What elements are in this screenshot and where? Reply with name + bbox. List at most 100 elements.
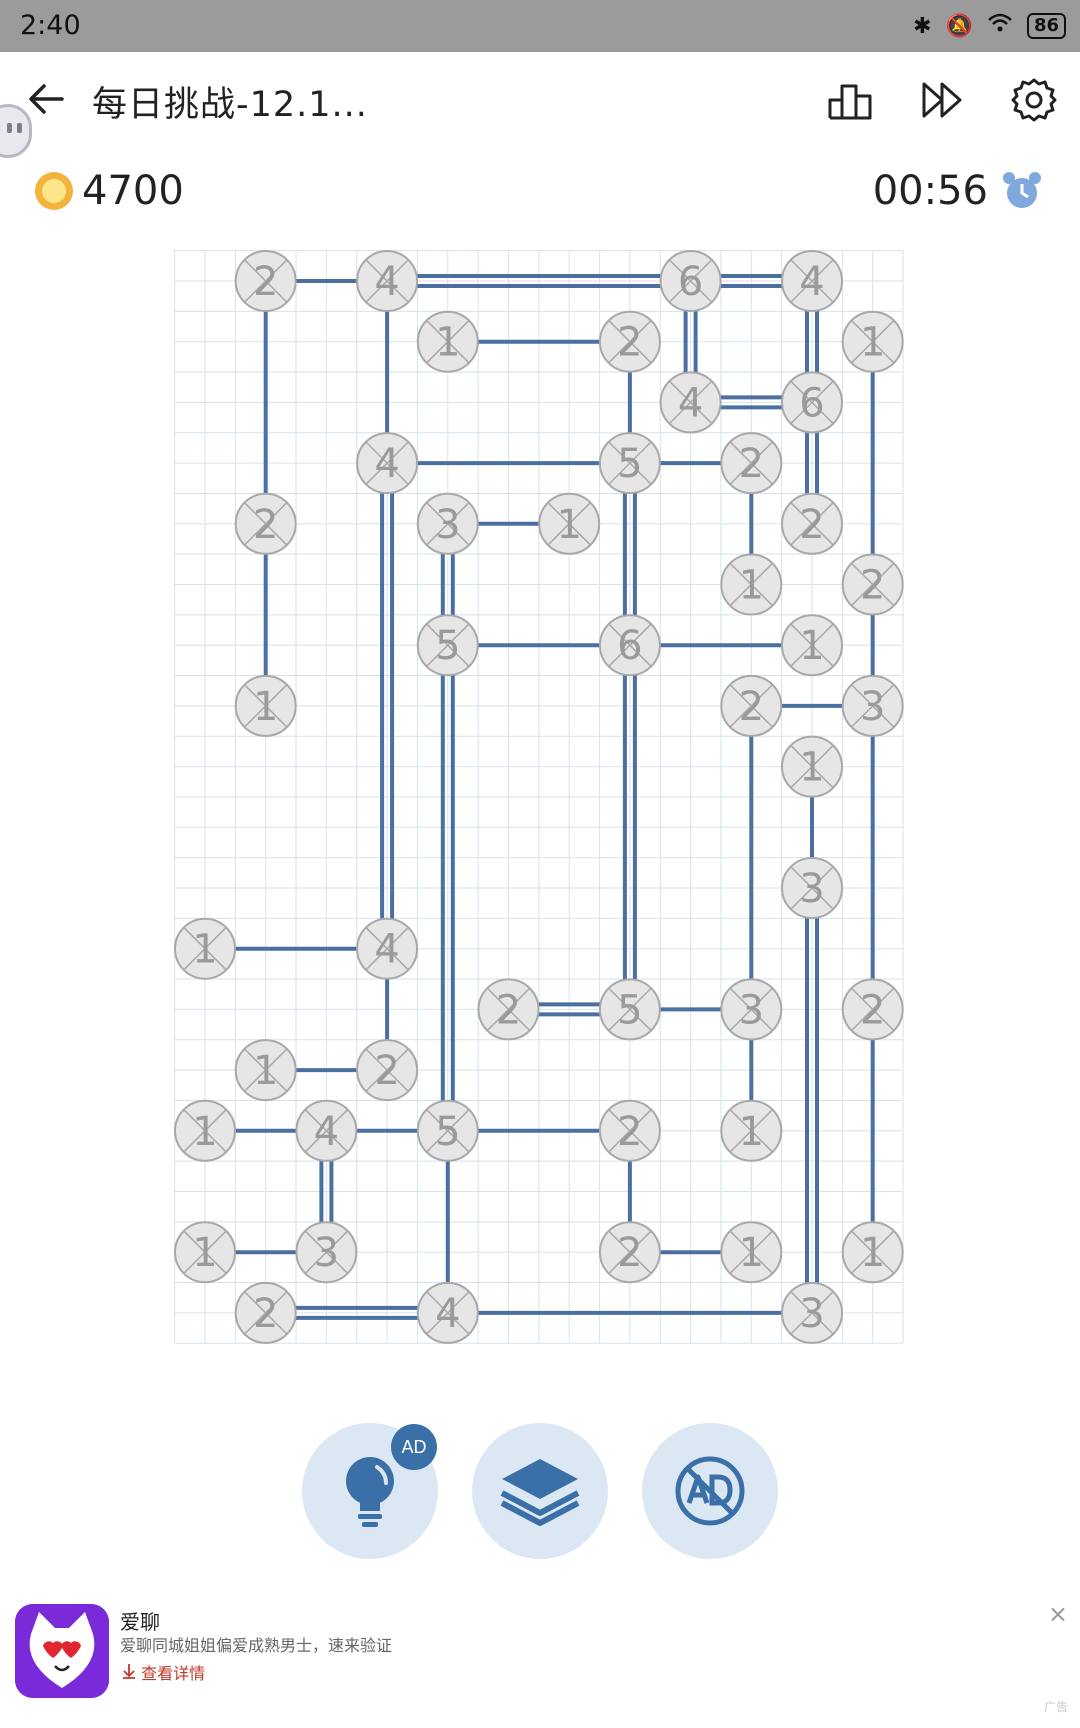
island-cross-mark [608,1230,652,1274]
island[interactable]: 3 [416,492,479,555]
coin-counter: 4700 [32,168,184,214]
leaderboard-icon [828,84,872,120]
island-number: 2 [496,987,521,1033]
island[interactable]: 2 [477,978,540,1041]
island-cross-mark [790,259,834,303]
island-number: 5 [617,441,642,487]
hint-ad-badge: AD [391,1424,437,1470]
island[interactable]: 2 [720,432,783,495]
island[interactable]: 6 [598,614,661,677]
island[interactable]: 1 [720,553,783,616]
island-cross-mark [729,1230,773,1274]
island[interactable]: 5 [598,978,661,1041]
island-number: 4 [678,380,703,426]
ad-close-button[interactable]: × [1047,1600,1068,1628]
island[interactable]: 1 [174,1221,236,1284]
island[interactable]: 1 [416,310,479,373]
island[interactable]: 4 [659,371,722,434]
island-cross-mark [244,684,288,728]
island[interactable]: 2 [234,1281,297,1344]
island[interactable]: 4 [295,1099,358,1162]
ad-description: 爱聊同城姐姐偏爱成熟男士，速来验证 [120,1636,393,1655]
cat-face-icon [15,1604,109,1698]
island-cross-mark [608,987,652,1031]
island[interactable]: 3 [295,1221,358,1284]
ad-app-icon[interactable] [15,1604,109,1698]
ad-details-link[interactable]: 查看详情 [122,1660,205,1684]
island[interactable]: 4 [356,917,419,980]
island[interactable]: 2 [781,492,843,555]
remove-ads-button[interactable] [642,1423,778,1559]
island[interactable]: 1 [720,1221,783,1284]
island-number: 1 [739,1109,764,1155]
island-number: 3 [860,684,885,730]
island[interactable]: 4 [356,250,419,312]
island[interactable]: 2 [234,250,297,312]
island-cross-mark [729,684,773,728]
leaderboard-button[interactable] [826,76,874,124]
ad-title: 爱聊 [120,1610,160,1634]
island[interactable]: 4 [416,1281,479,1344]
island[interactable]: 2 [720,674,783,737]
ad-details-label: 查看详情 [141,1664,206,1683]
layers-button[interactable] [472,1423,608,1559]
ad-banner[interactable]: 爱聊 爱聊同城姐姐偏爱成熟男士，速来验证 查看详情 × 广告 [0,1598,1080,1728]
island[interactable]: 3 [841,674,904,737]
island-number: 1 [253,1048,278,1094]
skip-button[interactable] [918,76,966,124]
island[interactable]: 1 [234,1039,297,1102]
island[interactable]: 1 [841,1221,904,1284]
tool-bar [0,1423,1080,1563]
island[interactable]: 1 [841,310,904,373]
island[interactable]: 2 [234,492,297,555]
island-number: 1 [799,623,824,669]
island[interactable]: 4 [356,432,419,495]
island[interactable]: 5 [416,614,479,677]
island-number: 2 [860,563,885,609]
island[interactable]: 2 [598,1099,661,1162]
island[interactable]: 1 [720,1099,783,1162]
island[interactable]: 2 [598,310,661,373]
island-cross-mark [790,745,834,789]
wifi-icon [987,12,1013,40]
island-cross-mark [244,1048,288,1092]
island[interactable]: 2 [841,553,904,616]
island-cross-mark [851,562,895,607]
island[interactable]: 2 [356,1039,419,1102]
island[interactable]: 1 [538,492,601,555]
island[interactable]: 5 [598,432,661,495]
island[interactable]: 1 [234,674,297,737]
island[interactable]: 5 [416,1099,479,1162]
island[interactable]: 3 [781,857,843,919]
timer: 00:56 [873,168,1042,214]
island[interactable]: 3 [720,978,783,1041]
status-icons: ✱ 🔕 86 [913,12,1066,40]
island[interactable]: 1 [781,614,843,677]
island[interactable]: 4 [781,250,843,312]
island-number: 6 [799,380,824,426]
island[interactable]: 1 [781,735,843,798]
island[interactable]: 2 [598,1221,661,1284]
island-number: 1 [860,320,885,366]
floating-assistant-bubble[interactable] [0,104,32,158]
island-number: 1 [739,563,764,609]
island-number: 1 [435,320,460,366]
island-number: 2 [253,1291,278,1337]
island[interactable]: 1 [174,917,236,980]
island[interactable]: 3 [781,1281,843,1344]
island[interactable]: 6 [781,371,843,434]
island[interactable]: 6 [659,250,722,312]
island-number: 2 [374,1048,399,1094]
island[interactable]: 2 [841,978,904,1041]
island-cross-mark [244,502,288,546]
island-cross-mark [486,987,531,1031]
settings-button[interactable] [1010,76,1058,124]
island-cross-mark [608,441,652,485]
island[interactable]: 1 [174,1099,236,1162]
battery-indicator: 86 [1026,13,1066,39]
fast-forward-icon [922,82,962,118]
island-number: 1 [556,502,581,548]
back-button[interactable] [22,74,72,124]
island-number: 4 [799,259,824,305]
